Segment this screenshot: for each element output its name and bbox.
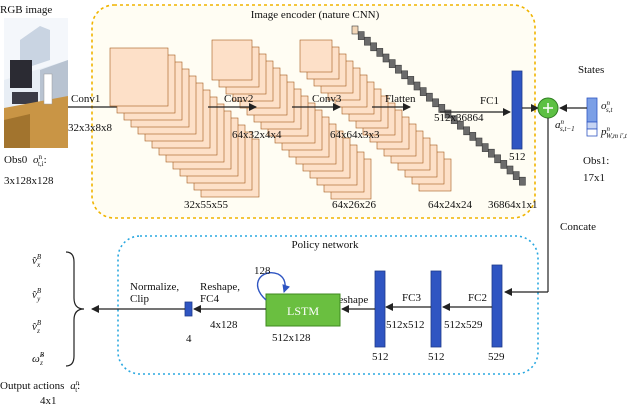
fc2-out-size: 529 — [488, 351, 505, 363]
conv3-size: 64x64x3x3 — [330, 129, 380, 141]
fc1-size: 512x36864 — [434, 112, 484, 124]
flatten-strip — [351, 25, 526, 186]
lstm-label: LSTM — [287, 304, 319, 318]
feature-map-layer — [457, 120, 464, 130]
feature-map-layer — [299, 39, 333, 73]
fc4-bar — [184, 301, 193, 317]
reshape-fc4-label-2: FC4 — [200, 293, 219, 305]
feature-map-layer — [481, 143, 489, 152]
fc2-label: FC2 — [468, 292, 487, 304]
normalize-label-1: Normalize, — [130, 281, 179, 293]
feature-map-layer — [351, 25, 359, 35]
fc2-bar — [491, 264, 503, 348]
conv3-label: Conv3 — [312, 93, 342, 105]
policy-title: Policy network — [292, 239, 359, 251]
lstm-box — [265, 293, 341, 327]
feature-map-layer — [512, 171, 520, 180]
fc4-size: 4x128 — [210, 319, 238, 331]
fc1-bar — [511, 70, 523, 150]
feature-map-layer — [357, 31, 365, 40]
feature-map-layer — [432, 98, 439, 108]
feature-map-layer — [401, 70, 408, 80]
feature-map-layer — [388, 59, 396, 68]
obs1-size: 17x1 — [583, 172, 605, 184]
output-bracket — [65, 251, 85, 367]
map1-size: 32x55x55 — [184, 199, 229, 211]
lstm-loop-size: 128 — [254, 265, 271, 277]
lstm-recurrent-loop — [256, 272, 291, 301]
conv2-size: 64x32x4x4 — [232, 129, 282, 141]
state-wp-box-2 — [586, 128, 598, 137]
state-obs-box — [586, 97, 598, 123]
feature-map-layer — [419, 87, 427, 96]
normalize-label-2: Clip — [130, 293, 149, 305]
map2-size: 64x26x26 — [332, 199, 377, 211]
map4-size: 36864x1x1 — [488, 199, 538, 211]
conv1-label: Conv1 — [71, 93, 100, 105]
conv1-size: 32x3x8x8 — [68, 122, 113, 134]
obs0-size: 3x128x128 — [4, 175, 54, 187]
feature-map-layer — [500, 160, 508, 169]
feature-map-layer — [370, 42, 377, 52]
feature-map-layer — [469, 132, 477, 141]
fc-512-bar — [374, 270, 386, 348]
reshape-fc4-label-1: Reshape, — [200, 281, 240, 293]
obs1-label: Obs1: — [583, 155, 609, 167]
feature-map-layer — [382, 53, 390, 63]
output-actions-size: 4x1 — [40, 395, 57, 407]
feature-map-layer — [444, 109, 452, 119]
feature-map-layer — [519, 176, 526, 186]
fc2-size: 512x529 — [444, 319, 483, 331]
fc3-label: FC3 — [402, 292, 421, 304]
feature-map-32x55x55 — [109, 47, 260, 198]
feature-map-layer — [395, 64, 402, 74]
rgb-image — [4, 18, 68, 148]
fc3-bar — [430, 270, 442, 348]
feature-map-64x24x24 — [299, 39, 452, 192]
feature-map-layer — [475, 137, 483, 147]
fc1-out-size: 512 — [509, 151, 526, 163]
states-title: States — [578, 64, 604, 76]
feature-map-layer — [450, 115, 458, 124]
feature-map-layer — [407, 76, 415, 85]
feature-map-layer — [413, 81, 421, 91]
feature-map-layer — [109, 47, 169, 107]
feature-map-64x26x26 — [211, 39, 372, 200]
concate-label: Concate — [560, 221, 596, 233]
feature-map-layer — [211, 39, 253, 81]
conv2-label: Conv2 — [224, 93, 253, 105]
fc1-label: FC1 — [480, 95, 499, 107]
fc3-size: 512x512 — [386, 319, 425, 331]
feature-map-layer — [506, 165, 514, 175]
fc4-out-size: 4 — [186, 333, 192, 345]
feature-map-layer — [488, 148, 495, 158]
fc3-out-size: 512 — [428, 351, 445, 363]
feature-map-layer — [426, 92, 433, 102]
state-wp-box-1 — [586, 121, 598, 130]
feature-map-layer — [376, 48, 384, 57]
rgb-title: RGB image — [0, 4, 52, 16]
feature-map-layer — [364, 36, 371, 46]
fc-512-out-size: 512 — [372, 351, 389, 363]
flatten-label: Flatten — [385, 93, 416, 105]
feature-map-layer — [463, 126, 470, 136]
lstm-size: 512x128 — [272, 332, 311, 344]
map3-size: 64x24x24 — [428, 199, 473, 211]
encoder-title: Image encoder (nature CNN) — [251, 9, 380, 21]
feature-map-layer — [494, 154, 501, 164]
